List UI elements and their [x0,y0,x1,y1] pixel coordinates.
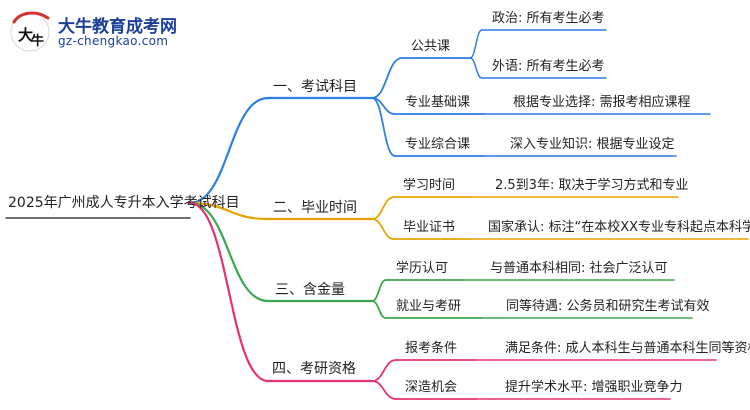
leaf-label: 政治: 所有考生必考 [492,11,605,26]
leaf-label: 外语: 所有考生必考 [492,59,605,74]
subtopic-label: 专业综合课 [405,137,471,152]
leaf-connector [469,57,483,79]
site-name: 大牛教育成考网 [58,17,177,37]
svg-text:大: 大 [18,26,33,44]
branch-connector [188,96,270,205]
subtopic-label: 学历认可 [396,261,449,276]
subtopic-connector [371,279,387,302]
leaf-label: 提升学术水平: 增强职业竞争力 [505,380,683,395]
subtopic-label: 专业基础课 [405,95,471,110]
leaf-connector [469,29,483,59]
branch-connector [188,201,270,383]
bull-logo-icon: 大 牛 [10,11,50,52]
subtopic-connector [371,196,395,220]
subtopic-label: 报考条件 [405,341,458,356]
leaf-label: 同等待遇: 公务员和研究生考试有效 [506,299,710,314]
svg-text:牛: 牛 [31,33,44,49]
branch-label: 三、含金量 [275,282,345,298]
branch-label: 二、毕业时间 [273,200,357,216]
branch-label: 一、考试科目 [273,79,357,95]
subtopic-label: 毕业证书 [403,220,456,235]
leaf-label: 国家承认: 标注“在本校XX专业专科起点本科学习” [488,220,750,235]
leaf-label: 2.5到3年: 取决于学习方式和专业 [495,178,689,193]
subtopic-connector [371,300,387,319]
leaf-label: 深入专业知识: 根据专业设定 [510,137,675,152]
site-url: gz-chengkao.com [58,34,169,48]
subtopic-label: 学习时间 [403,178,456,193]
subtopic-label: 就业与考研 [396,299,462,314]
subtopic-connector [371,97,396,157]
leaf-label: 根据专业选择: 需报考相应课程 [513,95,691,110]
branch-label: 四、考研资格 [272,361,356,377]
subtopic-connector [371,380,397,400]
branch-connector [188,201,270,303]
leaf-label: 满足条件: 成人本科生与普通本科生同等资格 [505,341,750,356]
subtopic-label: 深造机会 [405,380,458,395]
subtopic-label: 公共课 [411,39,451,54]
subtopic-connector [371,359,397,382]
subtopic-connector [371,218,395,240]
branch-connector [188,201,270,221]
root-topic: 2025年广州成人专升本入学考试科目 [8,195,240,211]
subtopic-connector [371,57,403,99]
leaf-label: 与普通本科相同: 社会广泛认可 [490,261,668,276]
